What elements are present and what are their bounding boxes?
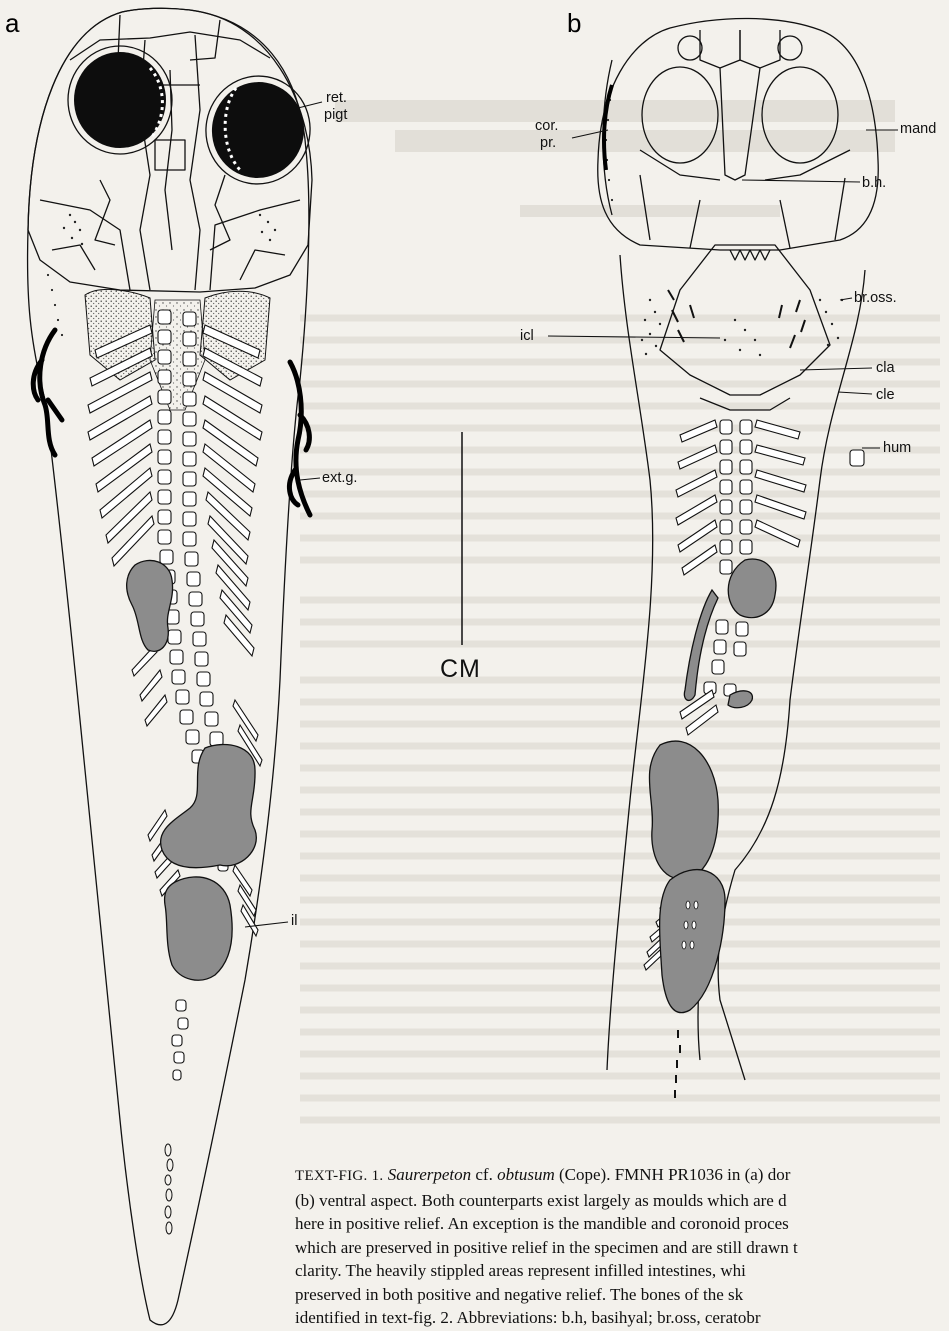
label-ret: ret. xyxy=(326,90,347,106)
label-br-oss: br.oss. xyxy=(854,290,897,306)
caption-genus: Saurerpeton xyxy=(388,1165,471,1184)
caption-line-1: TEXT-FIG. 1. Saurerpeton cf. obtusum (Co… xyxy=(295,1163,949,1189)
label-il: il xyxy=(291,913,297,929)
label-pr: pr. xyxy=(540,135,556,151)
label-pigt: pigt xyxy=(324,107,347,123)
label-mand: mand xyxy=(900,121,936,137)
label-bh: b.h. xyxy=(862,175,886,191)
caption-line-3: here in positive relief. An exception is… xyxy=(295,1212,949,1236)
caption-line-5: clarity. The heavily stippled areas repr… xyxy=(295,1259,949,1283)
intestine-infill-b xyxy=(649,559,776,1013)
caption-line-7: identified in text-fig. 2. Abbreviations… xyxy=(295,1306,949,1330)
panel-b-drawing xyxy=(598,18,879,1080)
retinal-pigment-left xyxy=(68,46,172,154)
retinal-pigment-right xyxy=(197,68,318,192)
panel-a-letter: a xyxy=(5,8,19,39)
caption-line-2: (b) ventral aspect. Both counterparts ex… xyxy=(295,1189,949,1213)
caption-line-4: which are preserved in positive relief i… xyxy=(295,1236,949,1260)
external-gill-right xyxy=(289,362,310,515)
label-ext-g: ext.g. xyxy=(322,470,357,486)
label-icl: icl xyxy=(520,328,534,344)
vertebral-column-b xyxy=(704,420,864,696)
caption-line-6: preserved in both positive and negative … xyxy=(295,1283,949,1307)
label-hum: hum xyxy=(883,440,911,456)
figure-caption: TEXT-FIG. 1. Saurerpeton cf. obtusum (Co… xyxy=(295,1163,949,1330)
external-gill-left xyxy=(33,330,62,455)
label-cor: cor. xyxy=(535,118,558,134)
label-cla: cla xyxy=(876,360,895,376)
caption-species: obtusum xyxy=(497,1165,555,1184)
label-cle: cle xyxy=(876,387,895,403)
scale-unit-label: CM xyxy=(440,655,481,684)
caption-head: TEXT-FIG. 1. xyxy=(295,1168,383,1184)
panel-b-letter: b xyxy=(567,8,581,39)
